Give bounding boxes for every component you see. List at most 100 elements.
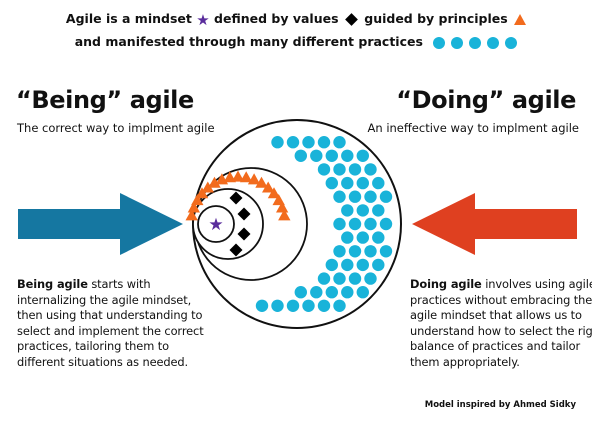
practice-dot [333,245,346,258]
practice-dot [333,272,346,285]
practice-dot [317,163,331,176]
practice-dot [294,149,307,162]
right-arrow [412,193,577,255]
practice-dot [356,204,369,217]
practice-dot [341,286,354,299]
practice-dot [372,258,385,272]
principle-triangle [208,176,221,188]
practice-dot [372,231,385,244]
practice-dot [379,217,393,231]
legend-practices-text: and manifested through many different pr… [74,34,423,49]
values-diamonds [229,191,251,257]
principle-triangle [191,194,204,206]
practice-dot [286,136,300,149]
practice-dot [364,245,377,258]
practices-dots [255,136,393,312]
practice-dot [317,272,331,285]
credit-text: Model inspired by Ahmed Sidky [424,400,576,410]
practice-dot [333,217,346,231]
practice-dot [310,149,323,162]
left-arrow [18,193,183,255]
practice-dot [348,272,362,285]
principle-triangle [255,176,268,188]
practice-dot [364,163,377,176]
principle-triangle [276,201,289,213]
star-icon: ★ [196,10,210,29]
practice-dot [294,286,307,299]
value-diamond [237,227,251,241]
value-diamond [229,191,243,205]
practice-dot [341,176,354,190]
practice-dot [317,299,331,312]
practice-dot [302,299,315,312]
doing-agile-bold: Doing agile [410,277,482,291]
principle-triangle [240,171,253,183]
mindset-star-icon: ★ [208,215,223,235]
practice-dot [325,258,338,272]
practice-dot [364,217,377,231]
legend-principles-text: guided by principles [364,11,508,26]
triangle-icon [514,14,527,25]
practice-dot [271,136,284,149]
practice-dot [379,245,393,258]
practice-dot [356,286,369,299]
practice-dot [372,204,385,217]
practice-dot [333,163,346,176]
dot-icon [451,36,464,49]
practice-dot [333,299,346,312]
practice-dot [286,299,300,312]
practice-dot [356,176,369,190]
principle-triangle [262,181,275,193]
practice-dot [310,286,323,299]
principle-triangle [201,181,214,193]
practice-dot [341,258,354,272]
practice-dot [341,149,354,162]
practice-dot [325,176,338,190]
doing-agile-description: Doing agile involves using agile practic… [410,277,592,371]
principle-triangle [231,170,245,182]
practice-dot [271,299,284,312]
doing-agile-text: involves using agile practices without e… [410,277,592,369]
practice-dot [348,190,362,203]
being-agile-heading: “Being” agile [16,86,194,114]
practice-dot [325,286,338,299]
practice-dot [372,176,385,190]
legend-mindset-text: Agile is a mindset [65,11,192,26]
principle-triangle [195,187,209,199]
dot-icon [433,36,446,49]
principle-triangle [247,173,261,185]
principle-triangle [278,209,291,221]
principle-triangle [223,171,236,183]
practice-dot [379,190,393,203]
practice-dot [333,136,346,149]
practice-dot [317,136,331,149]
practice-dot [341,204,354,217]
legend-line-1: Agile is a mindset ★ defined by values g… [0,10,592,29]
being-agile-subtitle: The correct way to implment agile [17,121,215,135]
doing-agile-heading: “Doing” agile [396,86,576,114]
practice-dot [255,299,269,312]
doing-agile-subtitle: An ineffective way to implment agile [367,121,579,135]
being-agile-description: Being agile starts with internalizing th… [17,277,217,371]
practice-dot [364,272,377,285]
practice-dot [348,245,362,258]
practice-dot [341,231,354,244]
practice-dot [325,149,338,162]
principles-triangles [185,170,291,221]
practice-dot [348,217,362,231]
legend-line-2: and manifested through many different pr… [0,34,592,49]
being-agile-text: starts with internalizing the agile mind… [17,277,204,369]
value-diamond [237,207,251,221]
principle-triangle [185,209,198,221]
practice-dot [356,149,369,162]
principle-triangle [187,201,200,213]
practice-dot [356,258,369,272]
principle-triangle [267,187,281,199]
dot-icon [505,36,518,49]
practice-dot [348,163,362,176]
values-ring [197,205,235,243]
practice-dot [364,190,377,203]
being-agile-bold: Being agile [17,277,88,291]
value-diamond [229,243,243,257]
